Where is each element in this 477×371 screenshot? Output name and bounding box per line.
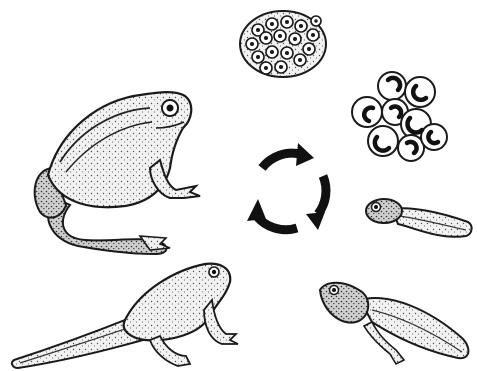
tadpole-icon	[366, 199, 472, 237]
embryo-eggs-icon	[352, 72, 447, 161]
frog-spawn-icon	[240, 11, 326, 77]
cycle-arrows-icon	[247, 143, 326, 230]
tadpole-legs-icon	[320, 283, 468, 364]
froglet-icon	[12, 264, 238, 368]
adult-frog-icon	[35, 92, 200, 254]
